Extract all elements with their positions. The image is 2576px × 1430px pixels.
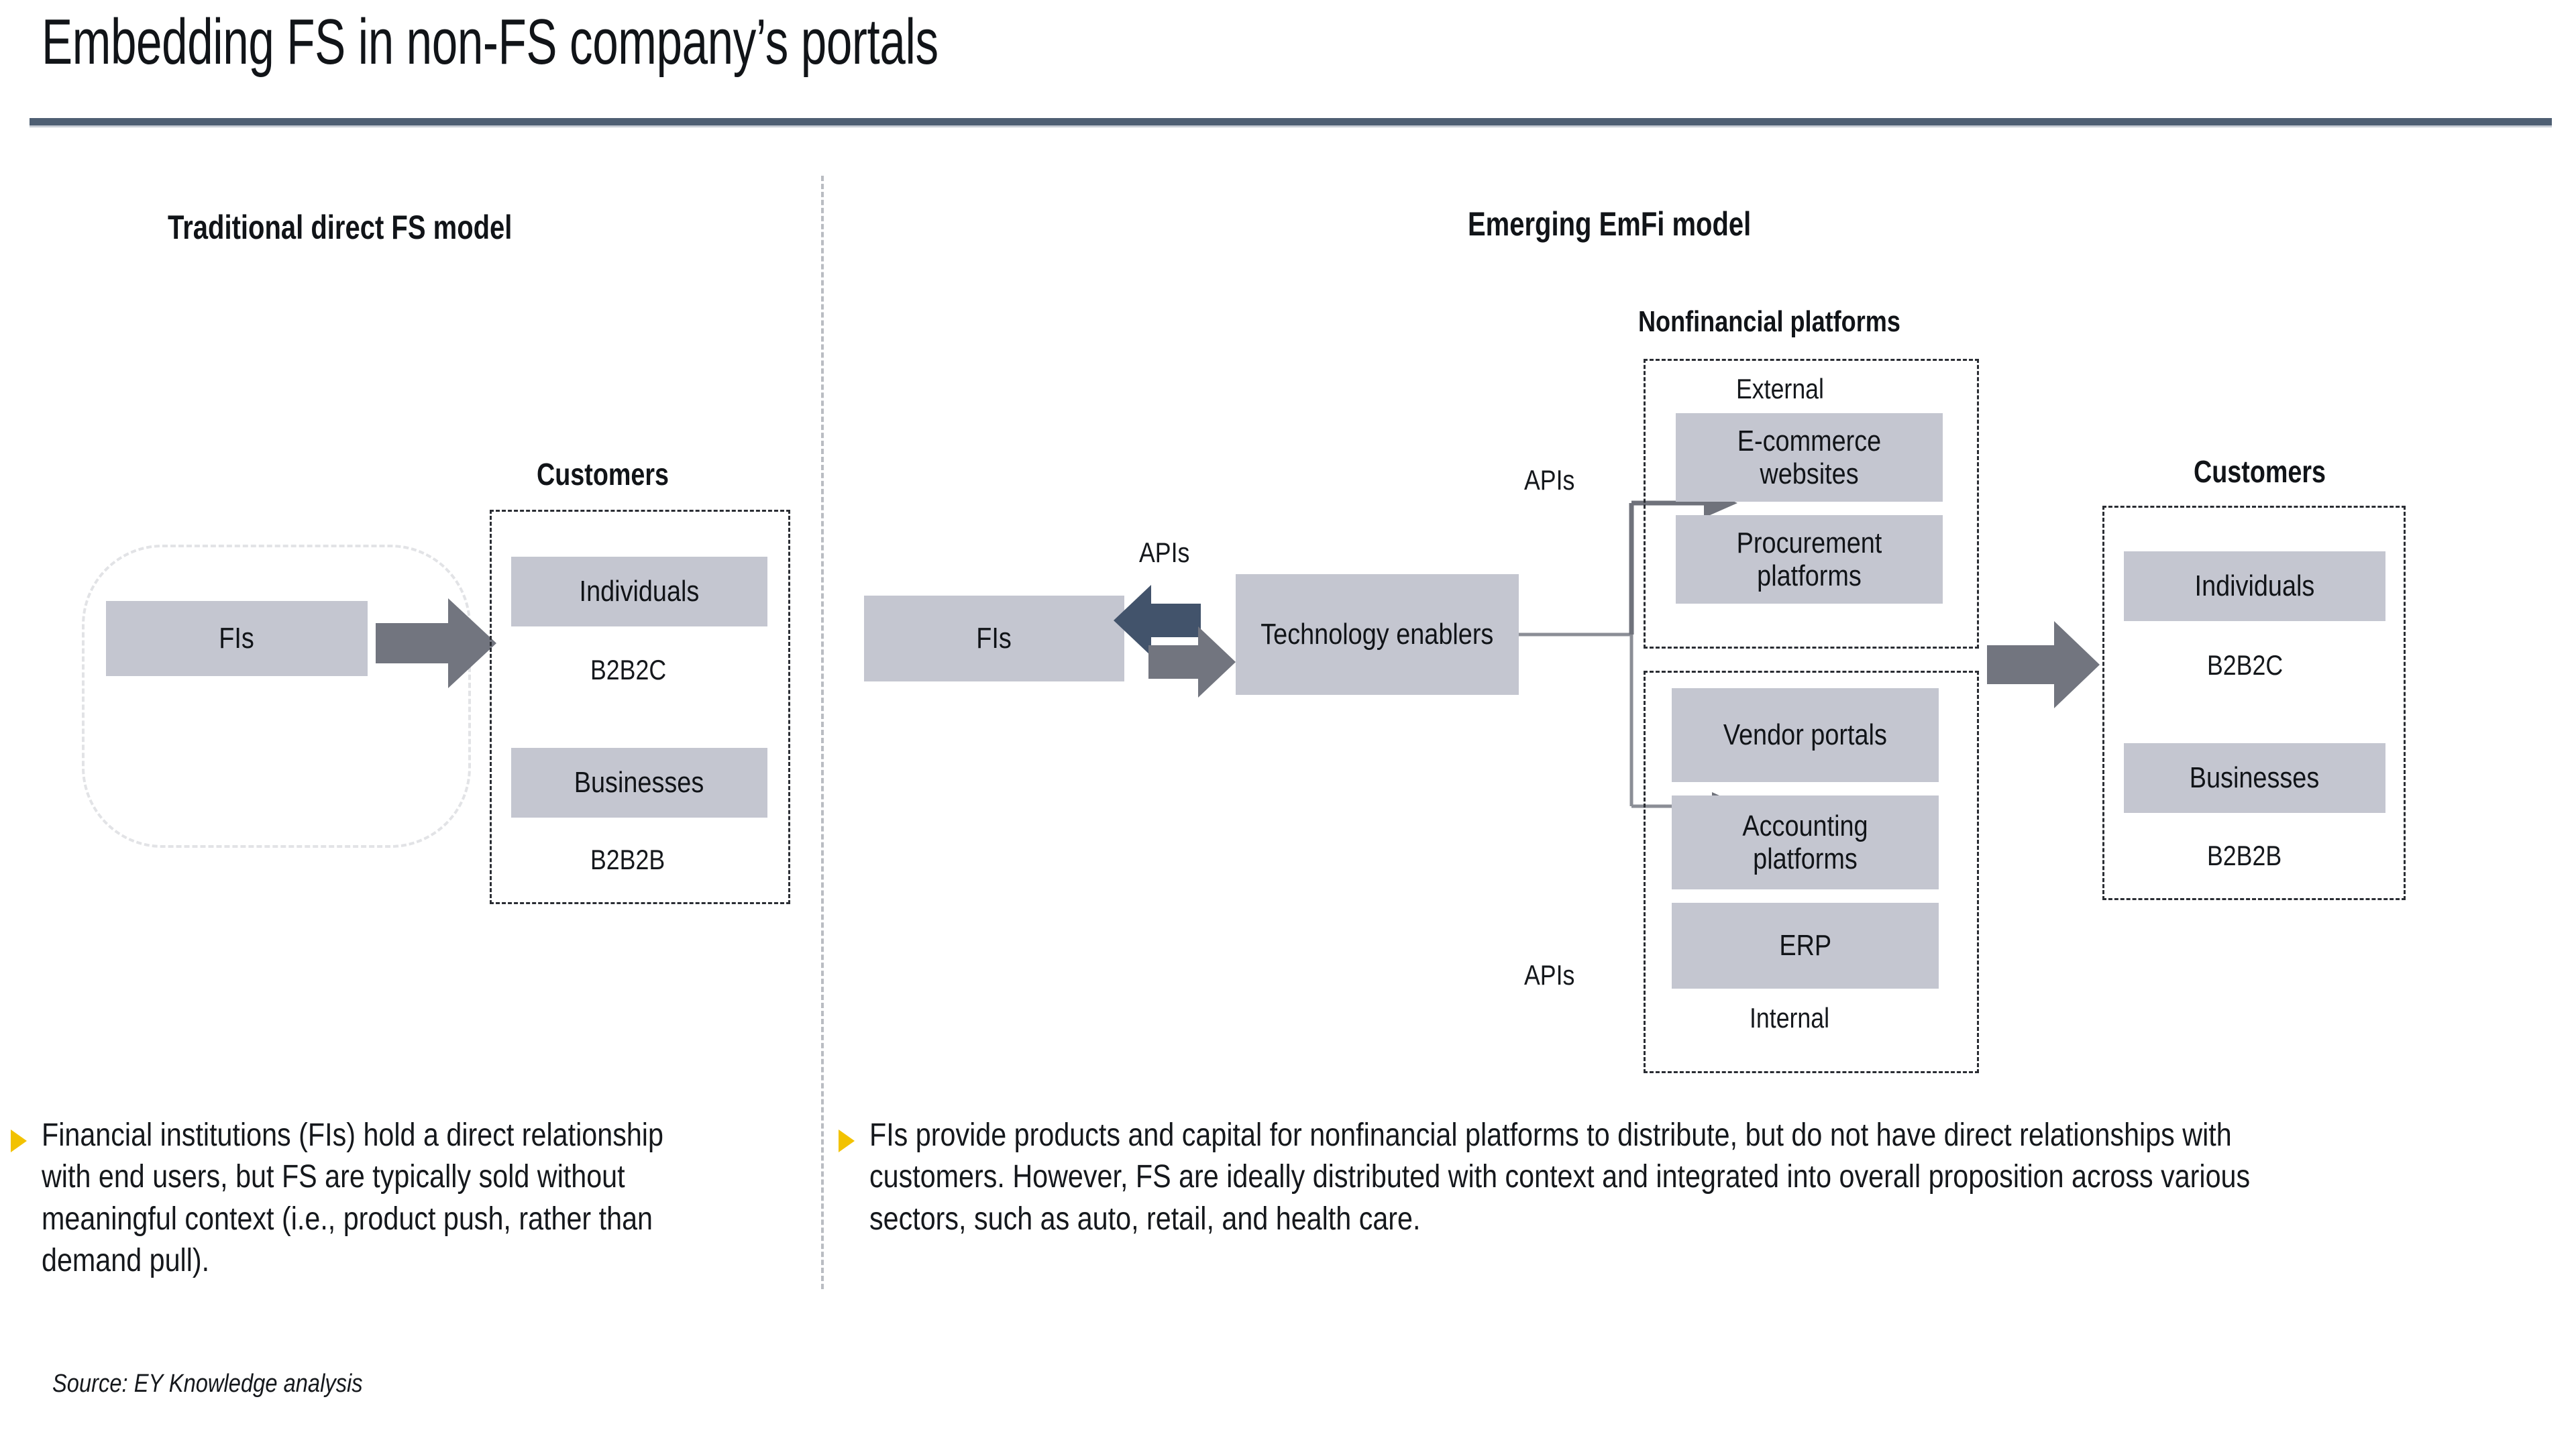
right-customer-box-individuals-label: Individuals	[2194, 569, 2315, 603]
external-label: External	[1736, 373, 1824, 404]
platform-box-ecommerce-websites: E-commerce websites	[1676, 413, 1943, 502]
platform-box-accounting-platforms-label: Accounting platforms	[1742, 809, 1868, 875]
left-customers-box	[490, 510, 790, 904]
platform-box-vendor-portals-label: Vendor portals	[1723, 718, 1888, 752]
platform-box-ecommerce-websites-label: E-commerce websites	[1737, 424, 1882, 490]
right-fi-box: FIs	[864, 596, 1124, 681]
page-title: Embedding FS in non-FS company’s portals	[42, 6, 938, 78]
technology-enablers-box: Technology enablers	[1236, 574, 1519, 695]
platform-box-erp-label: ERP	[1779, 929, 1831, 963]
right-api-label-top: APIs	[1524, 464, 1575, 496]
left-fi-box: FIs	[106, 601, 368, 676]
left-customer-caption-b2b2b: B2B2B	[590, 844, 665, 875]
right-customer-box-individuals: Individuals	[2124, 551, 2385, 621]
platform-box-erp: ERP	[1672, 903, 1939, 989]
source-note: Source: EY Knowledge analysis	[52, 1370, 363, 1398]
right-fi-box-label: FIs	[976, 622, 1012, 655]
left-customer-box-individuals: Individuals	[511, 557, 767, 626]
right-customers-box	[2102, 506, 2406, 900]
api-arrow-left-icon	[1114, 581, 1201, 660]
panel-divider	[821, 176, 824, 1289]
left-panel-heading: Traditional direct FS model	[168, 209, 513, 246]
right-customers-label: Customers	[2194, 454, 2326, 489]
platform-box-accounting-platforms: Accounting platforms	[1672, 795, 1939, 889]
platform-box-procurement-platforms-label: Procurement platforms	[1736, 526, 1882, 592]
right-api-label-fi: APIs	[1139, 537, 1190, 568]
right-customer-caption-b2b2c: B2B2C	[2207, 649, 2284, 681]
left-customer-box-businesses-label: Businesses	[574, 766, 704, 800]
internal-label: Internal	[1750, 1002, 1830, 1034]
left-customers-label: Customers	[537, 457, 669, 492]
right-panel-heading: Emerging EmFi model	[1468, 205, 1752, 243]
right-customer-box-businesses: Businesses	[2124, 743, 2385, 813]
technology-enablers-label: Technology enablers	[1260, 618, 1494, 651]
left-fi-container	[82, 545, 471, 848]
right-customer-box-businesses-label: Businesses	[2190, 761, 2320, 795]
external-platforms-box	[1644, 359, 1979, 649]
nonfinancial-platforms-label: Nonfinancial platforms	[1638, 305, 1900, 338]
left-flow-arrow-icon	[376, 593, 496, 694]
platform-box-procurement-platforms: Procurement platforms	[1676, 515, 1943, 604]
title-divider-rule	[30, 118, 2552, 127]
bullet-triangle-icon	[11, 1130, 27, 1152]
platform-box-vendor-portals: Vendor portals	[1672, 688, 1939, 782]
right-bullet: FIs provide products and capital for non…	[839, 1115, 2556, 1240]
left-bullet: Financial institutions (FIs) hold a dire…	[11, 1115, 789, 1282]
right-flow-arrow-icon	[1987, 617, 2100, 712]
left-customer-box-individuals-label: Individuals	[579, 575, 700, 608]
left-customer-caption-b2b2c: B2B2C	[590, 654, 667, 685]
left-customer-box-businesses: Businesses	[511, 748, 767, 818]
api-arrow-right-icon	[1148, 622, 1236, 702]
left-fi-box-label: FIs	[219, 622, 255, 655]
right-customer-caption-b2b2b: B2B2B	[2207, 840, 2282, 871]
right-bullet-text: FIs provide products and capital for non…	[869, 1117, 2251, 1237]
right-api-label-bottom: APIs	[1524, 959, 1575, 991]
internal-platforms-box	[1644, 671, 1979, 1073]
bullet-triangle-icon	[839, 1130, 855, 1152]
left-bullet-text: Financial institutions (FIs) hold a dire…	[42, 1117, 663, 1279]
